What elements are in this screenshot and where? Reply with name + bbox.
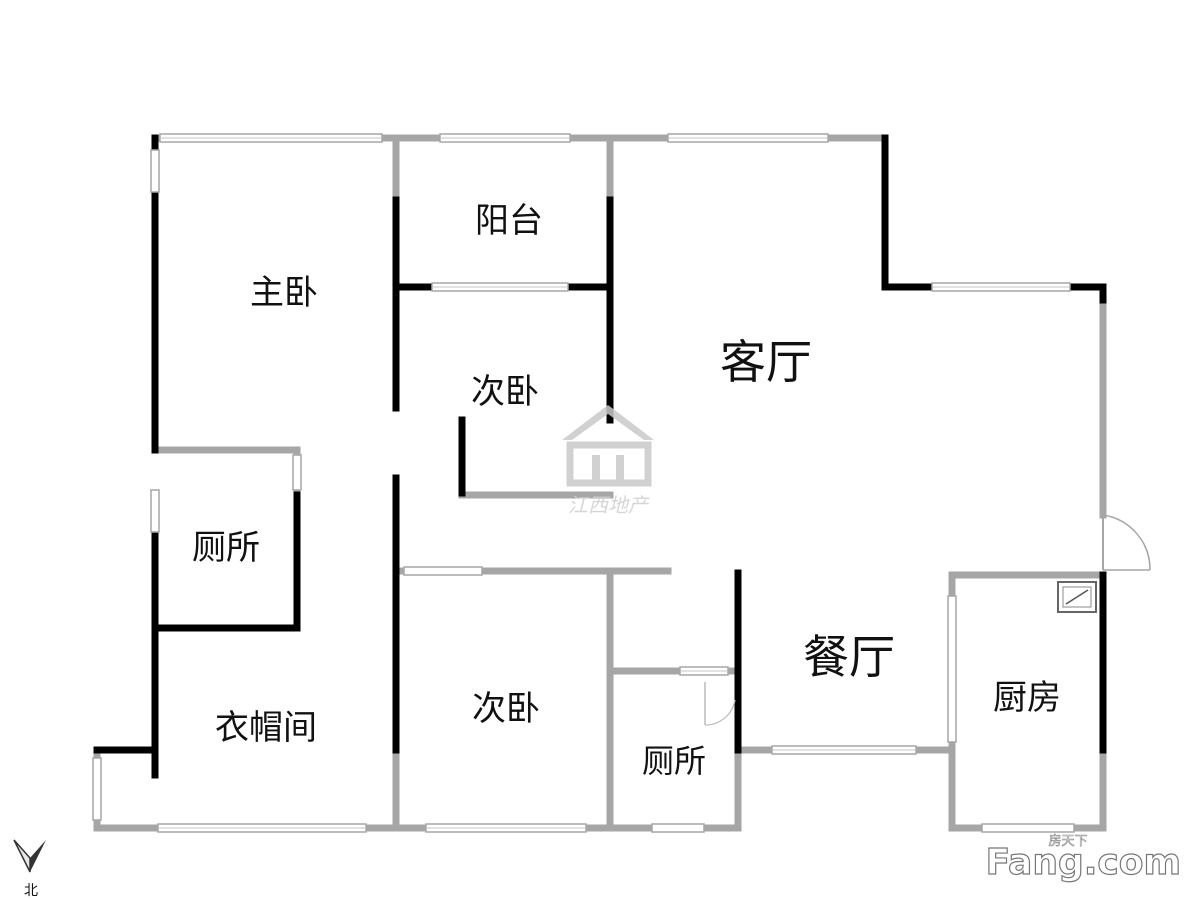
window-kitchen-left bbox=[947, 595, 957, 743]
kitchen-flue-icon bbox=[1057, 581, 1097, 613]
label-second-bedroom-lower: 次卧 bbox=[472, 689, 540, 729]
window-corridor bbox=[403, 566, 483, 576]
brand-small-text: 房天下 bbox=[1048, 833, 1087, 849]
window-living-top bbox=[667, 133, 829, 143]
label-dining-room: 餐厅 bbox=[803, 630, 895, 684]
window-balcony-top bbox=[439, 133, 571, 143]
house-logo-icon bbox=[562, 405, 654, 440]
label-living-room: 客厅 bbox=[720, 335, 812, 389]
black-walls bbox=[93, 134, 1107, 779]
label-toilet-left: 厕所 bbox=[192, 528, 260, 568]
window-cloakroom-bottom bbox=[157, 823, 367, 833]
window-toilet-lower-top bbox=[679, 666, 729, 676]
label-second-bedroom-upper: 次卧 bbox=[471, 372, 539, 412]
label-balcony: 阳台 bbox=[475, 201, 543, 241]
label-master-bedroom: 主卧 bbox=[250, 273, 318, 313]
window-bedroom3-bottom bbox=[425, 823, 587, 833]
window-dining-bottom bbox=[771, 745, 917, 755]
label-kitchen: 厨房 bbox=[993, 678, 1061, 718]
windows bbox=[92, 133, 1075, 833]
compass-arrow-icon bbox=[13, 839, 31, 873]
window-kitchen-bottom bbox=[981, 823, 1075, 833]
window-master-left bbox=[150, 149, 160, 193]
window-toilet-left bbox=[150, 489, 160, 533]
toilet-lower-door bbox=[704, 682, 736, 726]
label-cloakroom: 衣帽间 bbox=[215, 708, 317, 748]
compass-label: 北 bbox=[24, 883, 38, 899]
label-toilet-lower: 厕所 bbox=[642, 742, 706, 780]
brand-main-text: Fang.com bbox=[986, 842, 1181, 883]
window-bedroom2-top bbox=[431, 282, 569, 292]
window-toilet-lower-bottom bbox=[651, 823, 705, 833]
window-toilet-left-right bbox=[292, 454, 302, 491]
room-labels: 主卧 阳台 次卧 客厅 厕所 餐厅 次卧 厨房 衣帽间 厕所 bbox=[192, 201, 1061, 780]
window-master-top bbox=[159, 133, 383, 143]
watermark-center-text: 江西地产 bbox=[568, 493, 650, 517]
brand-watermark: 房天下 Fang.com bbox=[985, 833, 1182, 884]
entry-door bbox=[1102, 514, 1151, 571]
window-living-right-top bbox=[931, 282, 1071, 292]
window-cloakroom-left bbox=[92, 757, 102, 821]
house-logo-body bbox=[566, 441, 652, 487]
compass: 北 bbox=[13, 839, 46, 899]
center-watermark: 江西地产 bbox=[562, 405, 654, 517]
